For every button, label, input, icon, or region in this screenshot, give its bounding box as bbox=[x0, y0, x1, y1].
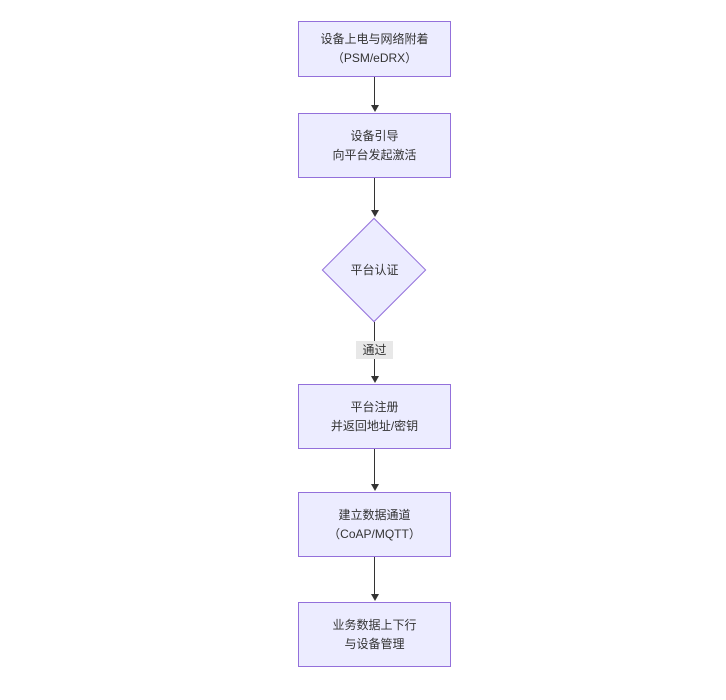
node-text-line: 设备引导 bbox=[350, 128, 399, 143]
node-platform-register: 平台注册 并返回地址/密钥 bbox=[298, 384, 451, 449]
arrowhead-icon bbox=[370, 484, 379, 491]
edge-line bbox=[373, 449, 376, 485]
edge-power-to-bootstrap bbox=[369, 77, 380, 112]
node-text-line: （CoAP/MQTT） bbox=[328, 526, 421, 541]
edge-register-to-channel bbox=[369, 449, 380, 491]
node-text-line: 建立数据通道 bbox=[338, 507, 411, 522]
edge-line bbox=[373, 178, 376, 211]
node-text-line: 与设备管理 bbox=[344, 636, 405, 651]
node-text-line: 平台注册 bbox=[350, 399, 399, 414]
edge-label-pass: 通过 bbox=[356, 341, 393, 359]
arrowhead-icon bbox=[370, 105, 379, 112]
edge-bootstrap-to-auth bbox=[369, 178, 380, 217]
node-bootstrap: 设备引导 向平台发起激活 bbox=[298, 113, 451, 178]
arrowhead-icon bbox=[370, 376, 379, 383]
node-power-attach: 设备上电与网络附着 （PSM/eDRX） bbox=[298, 21, 451, 77]
node-text-line: 设备上电与网络附着 bbox=[320, 32, 429, 46]
node-data-channel: 建立数据通道 （CoAP/MQTT） bbox=[298, 492, 451, 557]
edge-line bbox=[373, 77, 376, 106]
node-text-line: （PSM/eDRX） bbox=[331, 51, 418, 65]
node-text-line: 平台认证 bbox=[350, 263, 399, 277]
node-text-line: 业务数据上下行 bbox=[332, 617, 417, 632]
node-text-line: 向平台发起激活 bbox=[332, 147, 417, 162]
arrowhead-icon bbox=[370, 594, 379, 601]
node-text-line: 并返回地址/密钥 bbox=[330, 418, 419, 433]
edge-channel-to-business bbox=[369, 557, 380, 601]
node-business-data: 业务数据上下行 与设备管理 bbox=[298, 602, 451, 667]
edge-line bbox=[373, 557, 376, 595]
arrowhead-icon bbox=[370, 210, 379, 217]
